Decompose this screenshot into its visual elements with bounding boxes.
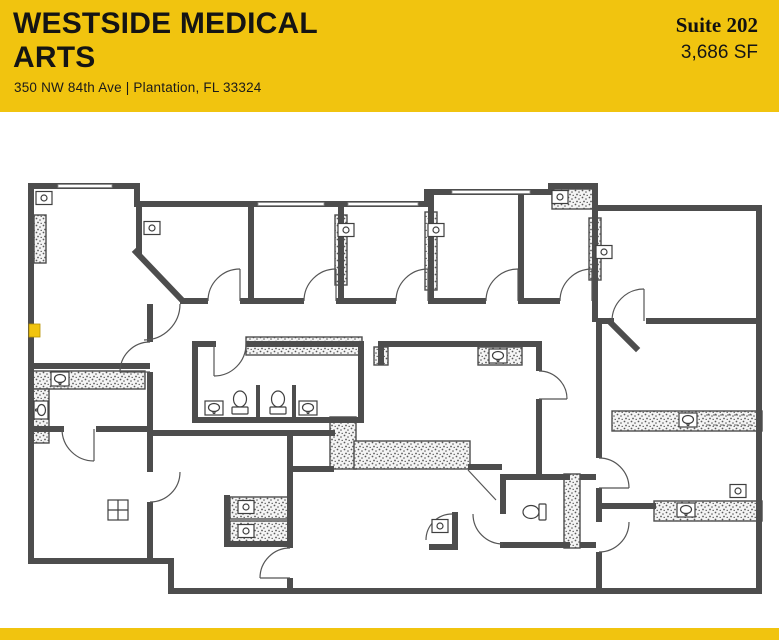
- exam-sink-icon: [595, 244, 613, 260]
- sink-icon: [237, 523, 255, 539]
- sink-icon: [729, 483, 747, 499]
- sink-icon: [50, 371, 70, 387]
- toilet-icon: [269, 390, 287, 415]
- sink-icon: [237, 499, 255, 515]
- windows: [57, 184, 531, 206]
- suite-label: Suite 202: [675, 13, 758, 37]
- exam-sink-icon: [337, 222, 355, 238]
- floor-plan-area: [0, 112, 779, 628]
- address-line: 350 NW 84th Ave | Plantation, FL 33324: [14, 80, 262, 95]
- sink-icon: [431, 518, 449, 534]
- toilet-icon: [231, 390, 249, 415]
- door-arcs: [61, 268, 645, 579]
- sink-icon: [298, 400, 318, 416]
- title-line-2: ARTS: [13, 41, 96, 74]
- header-band: WESTSIDE MEDICAL ARTS 350 NW 84th Ave | …: [0, 0, 779, 112]
- area-label: 3,686 SF: [680, 42, 758, 63]
- dashed-lines: [706, 414, 752, 426]
- entry-marker: [28, 323, 41, 338]
- diagonal-walls: [131, 247, 641, 353]
- exam-sink-icon: [35, 190, 53, 206]
- stipple-walls: [32, 188, 763, 549]
- exam-sink-icon: [551, 189, 569, 205]
- walls: [28, 183, 762, 594]
- exam-sink-icon: [427, 222, 445, 238]
- footer-band: [0, 628, 779, 640]
- exam-sink-icon: [143, 220, 161, 236]
- sink-icon: [33, 400, 49, 420]
- sink-icon: [676, 502, 696, 518]
- title-line-1: WESTSIDE MEDICAL: [13, 7, 318, 40]
- sink-icon: [488, 348, 508, 364]
- page-title: WESTSIDE MEDICAL ARTS: [13, 7, 318, 75]
- cabinet-icon: [107, 499, 129, 521]
- floor-plan: [28, 183, 763, 594]
- toilet-icon: [522, 503, 547, 521]
- sink-icon: [678, 412, 698, 428]
- fixtures: [33, 189, 747, 539]
- sink-icon: [204, 400, 224, 416]
